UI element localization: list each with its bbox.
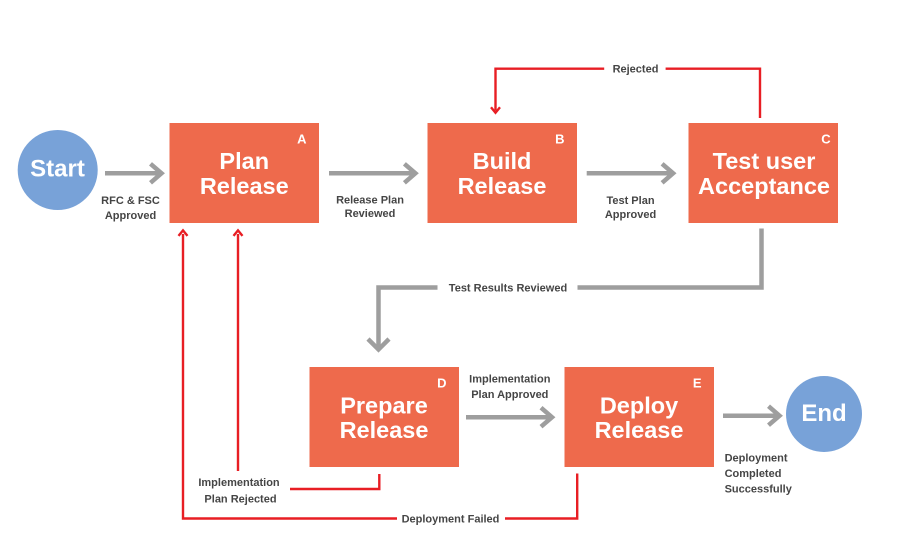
svg-text:Release Plan: Release Plan	[336, 195, 404, 207]
svg-text:D: D	[437, 375, 446, 390]
svg-text:Test user: Test user	[713, 148, 816, 174]
svg-text:Release: Release	[340, 417, 429, 443]
svg-text:Plan Rejected: Plan Rejected	[204, 494, 276, 506]
svg-text:Rejected: Rejected	[613, 64, 659, 76]
svg-text:B: B	[555, 131, 564, 146]
svg-text:End: End	[801, 400, 846, 427]
svg-text:Completed: Completed	[725, 468, 782, 480]
svg-text:Plan: Plan	[219, 148, 269, 174]
svg-text:Deploy: Deploy	[600, 393, 678, 419]
svg-text:Release: Release	[595, 417, 684, 443]
svg-text:Plan Approved: Plan Approved	[471, 389, 548, 401]
svg-text:Prepare: Prepare	[340, 393, 428, 419]
svg-text:Test Results Reviewed: Test Results Reviewed	[449, 283, 567, 295]
svg-text:Approved: Approved	[605, 209, 656, 221]
svg-text:Start: Start	[30, 156, 85, 183]
svg-text:Deployment Failed: Deployment Failed	[402, 514, 500, 526]
svg-text:Build: Build	[473, 148, 532, 174]
svg-text:Approved: Approved	[105, 210, 156, 222]
svg-text:Implementation: Implementation	[198, 477, 280, 489]
svg-text:Reviewed: Reviewed	[345, 208, 396, 220]
svg-text:Release: Release	[200, 173, 289, 199]
svg-text:Deployment: Deployment	[725, 453, 788, 465]
svg-text:Acceptance: Acceptance	[698, 173, 830, 199]
svg-text:Successfully: Successfully	[725, 484, 793, 496]
svg-text:RFC & FSC: RFC & FSC	[101, 195, 160, 207]
svg-text:E: E	[693, 375, 702, 390]
svg-text:C: C	[821, 131, 831, 146]
svg-text:Implementation: Implementation	[469, 374, 551, 386]
svg-text:Test Plan: Test Plan	[606, 195, 654, 207]
svg-text:A: A	[297, 131, 307, 146]
svg-text:Release: Release	[458, 173, 547, 199]
